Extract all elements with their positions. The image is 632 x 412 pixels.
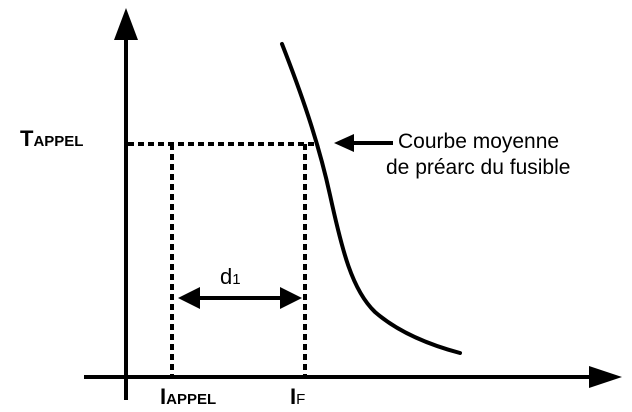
distance-label: d1: [220, 266, 241, 288]
d1-arrowhead-right: [280, 287, 302, 309]
x-tick-label-i-f-main: I: [290, 384, 297, 409]
caption-pointer-arrowhead: [334, 134, 354, 152]
curve-caption-line-2: de préarc du fusible: [386, 156, 571, 179]
prearc-curve: [280, 42, 462, 355]
curve-caption-line-1: Courbe moyenne: [398, 130, 560, 153]
x-tick-label-i-f-sub: F: [296, 391, 306, 408]
distance-label-sub: 1: [232, 271, 241, 288]
x-axis-arrowhead: [589, 366, 622, 388]
d1-arrowhead-left: [178, 287, 200, 309]
x-tick-label-i-f: IF: [290, 386, 305, 408]
curve-caption: Courbe moyenne de préarc du fusible: [386, 129, 570, 181]
y-axis-label-main: T: [20, 126, 34, 151]
x-tick-label-i-appel-main: I: [160, 384, 167, 409]
y-axis-label-sub: APPEL: [33, 133, 84, 150]
y-axis-label: TAPPEL: [20, 128, 83, 150]
y-axis-arrowhead: [114, 8, 138, 40]
x-tick-label-i-appel: IAPPEL: [160, 386, 216, 408]
distance-label-main: d: [220, 264, 233, 289]
x-tick-label-i-appel-sub: APPEL: [166, 391, 217, 408]
